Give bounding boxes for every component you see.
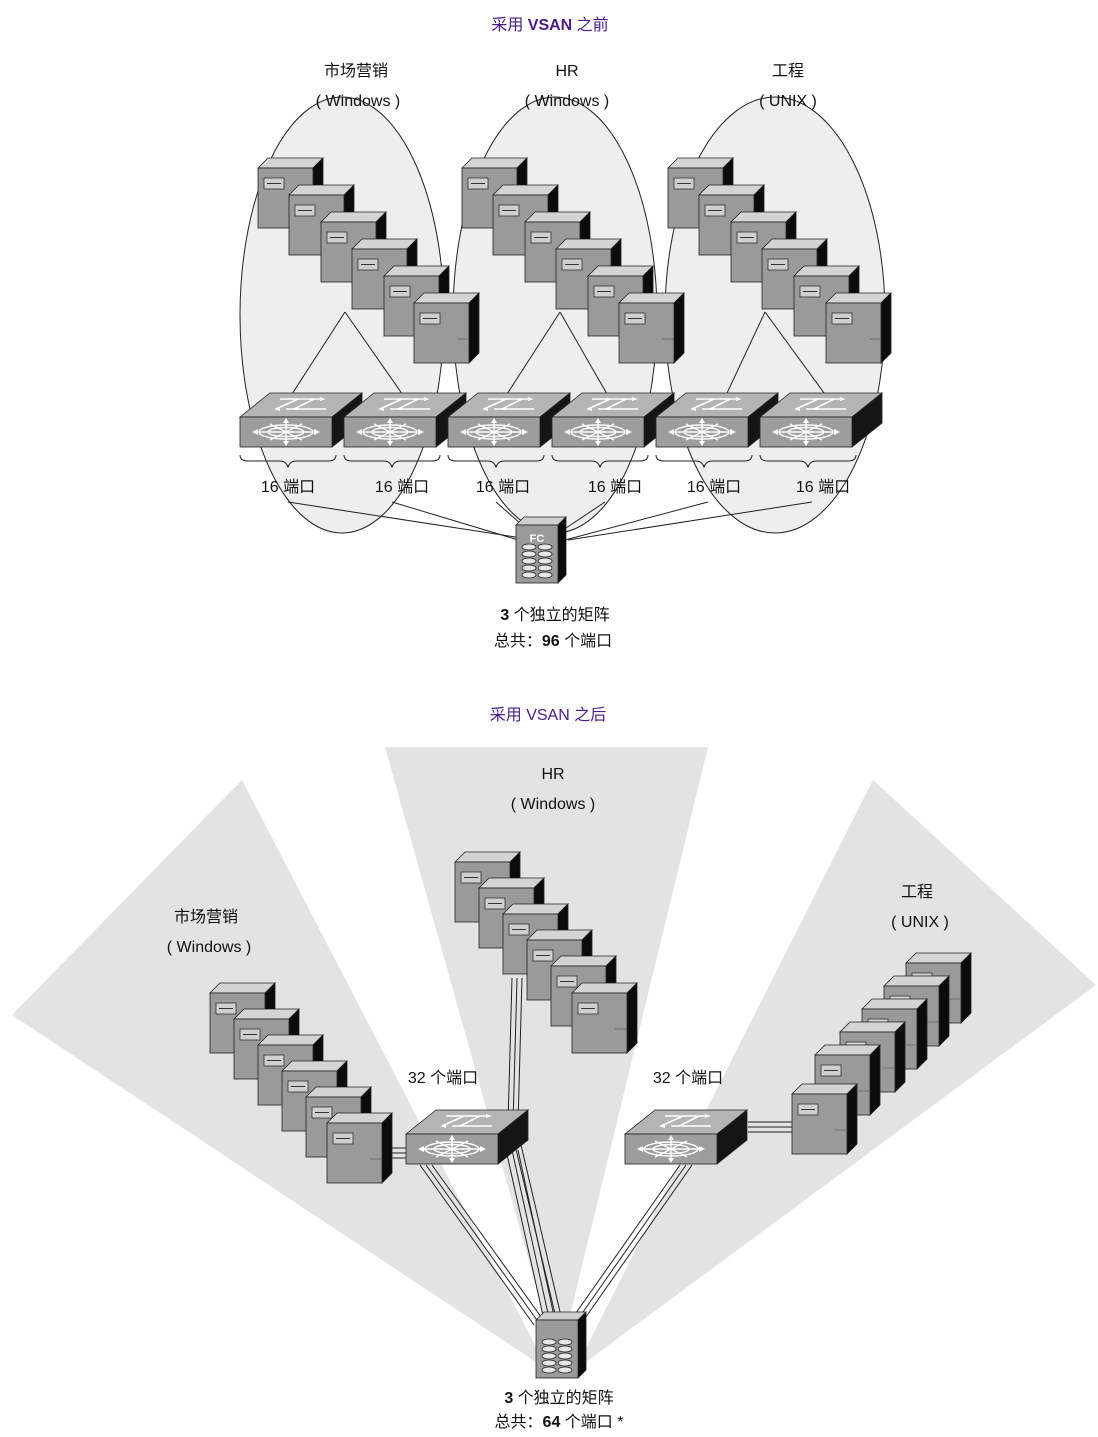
before-total: 总共：96 个端口 <box>493 633 613 650</box>
before-group-engineering-name: 工程 <box>771 63 805 80</box>
after-group-marketing-os: ( Windows ) <box>166 939 252 956</box>
fc-label: FC <box>530 533 545 545</box>
port-label-5: 16 端口 <box>686 479 742 496</box>
after-title: 采用 VSAN 之后 <box>489 707 607 724</box>
switch-right-port-label: 32 个端口 <box>652 1070 724 1087</box>
before-group-marketing-os: ( Windows ) <box>315 93 401 110</box>
before-group-engineering-os: ( UNIX ) <box>759 93 817 110</box>
after-storage-array <box>535 1311 587 1379</box>
before-title: 采用 VSAN 之前 <box>491 17 609 34</box>
after-group-marketing-name: 市场营销 <box>173 909 239 926</box>
after-group-hr-name: HR <box>541 766 565 783</box>
before-group-hr-os: ( Windows ) <box>524 93 610 110</box>
after-links <box>378 977 792 1326</box>
after-group-engineering-os: ( UNIX ) <box>891 914 949 931</box>
before-zone-ellipses <box>239 96 886 534</box>
fc-storage-array: FC <box>515 516 567 584</box>
port-label-3: 16 端口 <box>475 479 531 496</box>
after-group-hr-os: ( Windows ) <box>510 796 596 813</box>
before-group-hr-name: HR <box>555 63 579 80</box>
port-label-4: 16 端口 <box>587 479 643 496</box>
after-total: 总共：64 个端口 * <box>494 1414 624 1431</box>
after-summary: 3 个独立的矩阵 <box>504 1390 614 1407</box>
switch-left-port-label: 32 个端口 <box>407 1070 479 1087</box>
before-server-links <box>282 311 836 409</box>
after-zone-wedges <box>12 747 1096 1370</box>
port-label-6: 16 端口 <box>795 479 851 496</box>
port-label-2: 16 端口 <box>374 479 430 496</box>
before-switches <box>239 392 883 448</box>
before-group-marketing-name: 市场营销 <box>323 63 389 80</box>
before-summary: 3 个独立的矩阵 <box>500 607 610 624</box>
after-group-engineering-name: 工程 <box>900 884 934 901</box>
before-array-links <box>287 501 813 543</box>
port-braces <box>239 454 857 469</box>
port-label-1: 16 端口 <box>260 479 316 496</box>
